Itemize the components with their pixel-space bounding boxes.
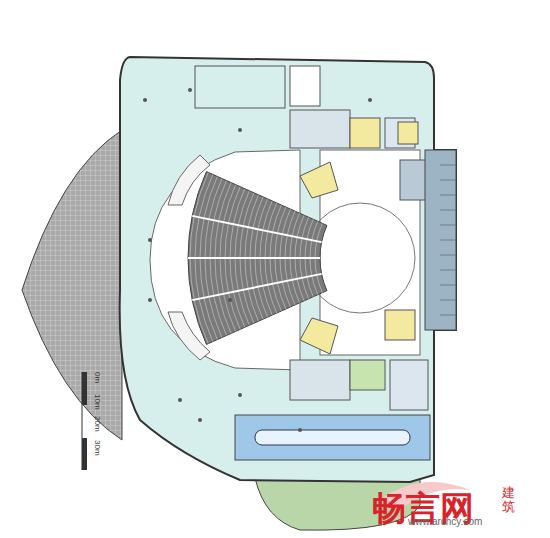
office-cell (440, 300, 456, 301)
column (238, 128, 242, 132)
watermark: 建筑 (502, 486, 515, 515)
scale-label: 10m (93, 394, 102, 410)
office-cell (440, 180, 456, 181)
aisle (192, 274, 321, 300)
office-cell (440, 270, 456, 271)
column (368, 98, 372, 102)
column (238, 393, 242, 397)
aisle (192, 216, 321, 242)
office-cell (440, 225, 456, 226)
column (178, 398, 182, 402)
column (143, 98, 147, 102)
column (148, 298, 152, 302)
aisle (188, 257, 320, 259)
column (198, 418, 202, 422)
column (188, 88, 192, 92)
office-cell (440, 285, 456, 286)
scale-label: 20m (93, 416, 102, 432)
scale-label: 0m (93, 372, 102, 383)
office-cell (440, 210, 456, 211)
column (298, 428, 302, 432)
office-cell (440, 315, 456, 316)
office-cell (440, 195, 456, 196)
scale-label: 30m (93, 440, 102, 456)
office-cell (440, 165, 456, 166)
office-cell (440, 255, 456, 256)
watermark: www.archcy.com (408, 516, 482, 527)
column (148, 238, 152, 242)
column (228, 298, 232, 302)
office-cell (440, 240, 456, 241)
